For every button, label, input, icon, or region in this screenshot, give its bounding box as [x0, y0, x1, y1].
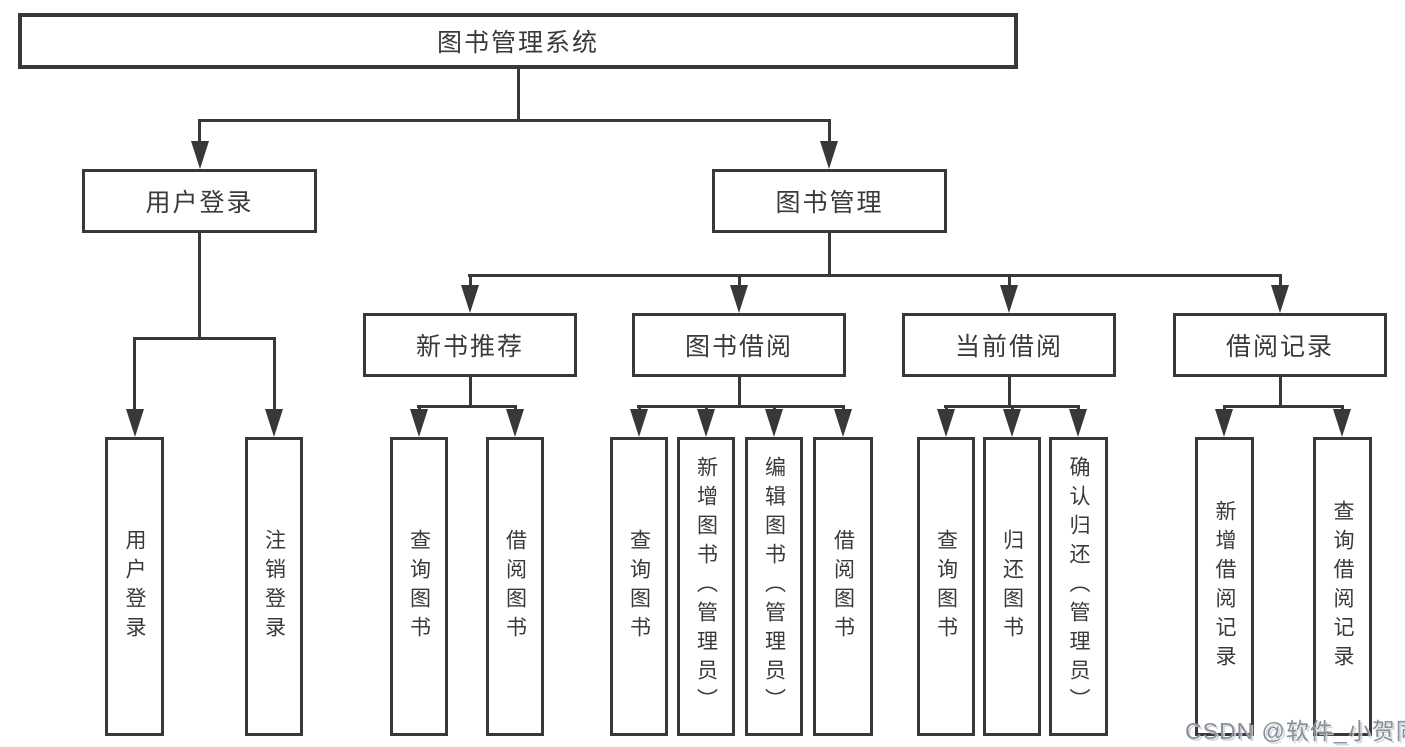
leaf-cb-query-book: 查询图书	[917, 437, 975, 736]
arrow-down-icon	[1000, 285, 1018, 313]
arrow-down-icon	[1271, 285, 1289, 313]
connector-line	[1008, 375, 1011, 407]
node-borrowing-records: 借阅记录	[1173, 313, 1387, 377]
connector-line	[417, 405, 517, 408]
leaf-cb-return-book: 归还图书	[983, 437, 1041, 736]
arrow-stem	[273, 337, 276, 413]
arrow-down-icon	[697, 409, 715, 437]
arrow-stem	[469, 274, 472, 288]
arrow-down-icon	[1069, 409, 1087, 437]
connector-line	[468, 274, 1282, 277]
leaf-user-login: 用户登录	[105, 437, 164, 736]
connector-line	[1279, 375, 1282, 407]
node-root: 图书管理系统	[18, 13, 1018, 69]
arrow-down-icon	[265, 409, 283, 437]
arrow-down-icon	[1003, 409, 1021, 437]
leaf-bb-edit-book-admin: 编辑图书（管理员）	[745, 437, 803, 736]
arrow-down-icon	[820, 141, 838, 169]
arrow-down-icon	[630, 409, 648, 437]
node-book-borrowing: 图书借阅	[632, 313, 846, 377]
arrow-down-icon	[937, 409, 955, 437]
arrow-down-icon	[461, 285, 479, 313]
csdn-watermark: CSDN @软件_小贺同学	[1185, 718, 1405, 744]
connector-line	[828, 231, 831, 276]
leaf-logout: 注销登录	[245, 437, 303, 736]
node-new-book-recommend: 新书推荐	[363, 313, 577, 377]
connector-line	[738, 375, 741, 407]
connector-line	[517, 69, 520, 121]
leaf-bb-add-book-admin: 新增图书（管理员）	[677, 437, 735, 736]
leaf-bb-query-book: 查询图书	[610, 437, 668, 736]
leaf-bb-borrow-book: 借阅图书	[813, 437, 873, 736]
connector-line	[198, 119, 831, 122]
arrow-stem	[738, 274, 741, 288]
leaf-nbr-borrow-book: 借阅图书	[486, 437, 544, 736]
leaf-br-query-record: 查询借阅记录	[1313, 437, 1372, 736]
node-book-management: 图书管理	[712, 169, 947, 233]
arrow-down-icon	[126, 409, 144, 437]
arrow-stem	[198, 119, 201, 147]
node-user-login: 用户登录	[82, 169, 317, 233]
connector-line	[198, 231, 201, 339]
arrow-down-icon	[410, 409, 428, 437]
arrow-down-icon	[765, 409, 783, 437]
leaf-br-add-record: 新增借阅记录	[1195, 437, 1254, 736]
arrow-down-icon	[506, 409, 524, 437]
arrow-down-icon	[730, 285, 748, 313]
connector-line	[1223, 405, 1344, 408]
node-current-borrowing: 当前借阅	[902, 313, 1116, 377]
leaf-cb-confirm-return-admin: 确认归还（管理员）	[1049, 437, 1108, 736]
arrow-down-icon	[1333, 409, 1351, 437]
arrow-down-icon	[191, 141, 209, 169]
connector-line	[133, 337, 276, 340]
arrow-stem	[828, 119, 831, 147]
connector-line	[637, 405, 845, 408]
arrow-stem	[133, 337, 136, 413]
connector-line	[469, 375, 472, 407]
arrow-down-icon	[834, 409, 852, 437]
arrow-stem	[1279, 274, 1282, 288]
arrow-stem	[1008, 274, 1011, 288]
arrow-down-icon	[1215, 409, 1233, 437]
leaf-nbr-query-book: 查询图书	[390, 437, 448, 736]
